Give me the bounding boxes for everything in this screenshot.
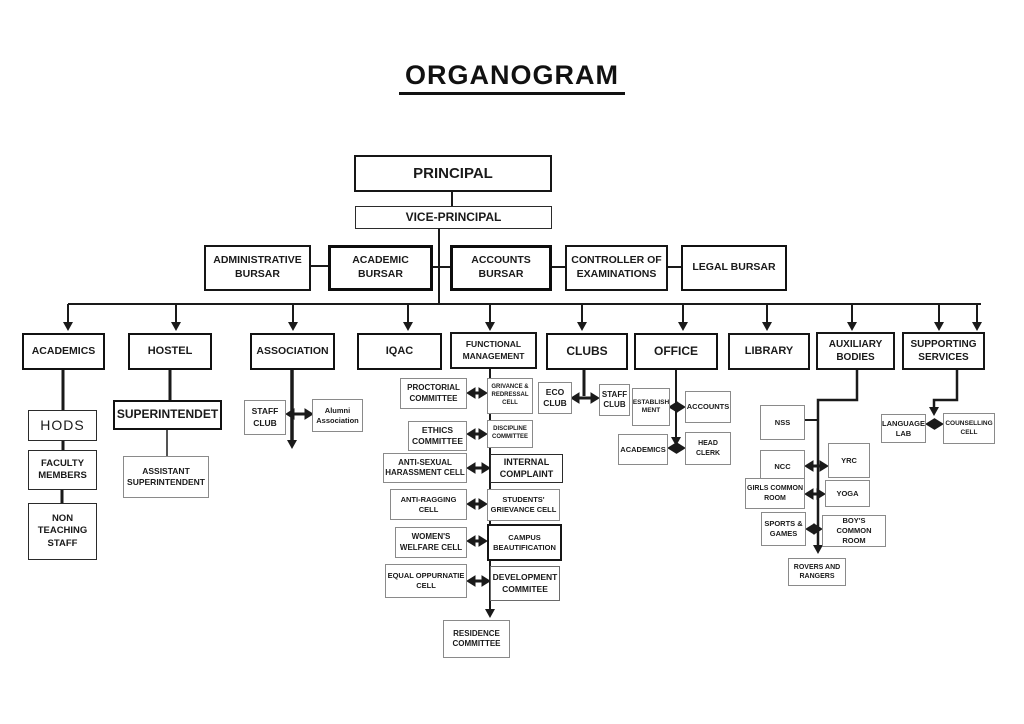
node-vice-principal: VICE-PRINCIPAL [355,206,552,229]
node-academic-bursar: ACADEMIC BURSAR [328,245,433,291]
node-equal-oppurnatie-cell: EQUAL OPPURNATIE CELL [385,564,467,598]
node-boys-common-room: BOY'S COMMON ROOM [822,515,886,547]
node-administrative-bursar: ADMINISTRATIVE BURSAR [204,245,311,291]
node-clubs-staff-club: STAFF CLUB [599,384,630,416]
node-principal: PRINCIPAL [354,155,552,192]
node-internal-complaint: INTERNAL COMPLAINT [490,454,563,483]
node-library: LIBRARY [728,333,810,370]
page-title-text: ORGANOGRAM [399,60,625,95]
node-academics: ACADEMICS [22,333,105,370]
node-campus-beautification: CAMPUS BEAUTIFICATION [487,524,562,561]
node-anti-ragging-cell: ANTI-RAGGING CELL [390,489,467,520]
node-non-teaching-staff: NON TEACHING STAFF [28,503,97,560]
node-functional-management: FUNCTIONAL MANAGEMENT [450,332,537,369]
node-auxiliary-bodies: AUXILIARY BODIES [816,332,895,370]
node-language-lab: LANGUAGE LAB [881,414,926,443]
node-discipline-committee: DISCIPLINE COMMITTEE [487,420,533,448]
node-proctorial-committee: PROCTORIAL COMMITTEE [400,378,467,409]
node-hostel: HOSTEL [128,333,212,370]
node-office-academics: ACADEMICS [618,434,668,465]
node-controller-of-examinations: CONTROLLER OF EXAMINATIONS [565,245,668,291]
node-residence-committee: RESIDENCE COMMITTEE [443,620,510,658]
node-counselling-cell: COUNSELLING CELL [943,413,995,444]
node-yrc: YRC [828,443,870,478]
node-eco-club: ECO CLUB [538,382,572,414]
node-ethics-committee: ETHICS COMMITTEE [408,421,467,451]
page-title: ORGANOGRAM [0,60,1024,95]
node-superintendet: SUPERINTENDET [113,400,222,430]
node-sports-and-games: SPORTS & GAMES [761,512,806,546]
node-anti-sexual-harassment-cell: ANTI-SEXUAL HARASSMENT CELL [383,453,467,483]
node-faculty-members: FACULTY MEMBERS [28,450,97,490]
node-hods: HODS [28,410,97,441]
node-clubs: CLUBS [546,333,628,370]
node-association: ASSOCIATION [250,333,335,370]
node-grievance-redressal-cell: GRIVANCE & REDRESSAL CELL [487,378,533,414]
node-association-staff-club: STAFF CLUB [244,400,286,435]
node-development-committee: DEVELOPMENT COMMITEE [490,566,560,601]
node-womens-welfare-cell: WOMEN'S WELFARE CELL [395,527,467,558]
node-girls-common-room: GIRLS COMMON ROOM [745,478,805,509]
node-alumni-association: Alumni Association [312,399,363,432]
node-office-accounts: ACCOUNTS [685,391,731,423]
node-accounts-bursar: ACCOUNTS BURSAR [450,245,552,291]
node-yoga: YOGA [825,480,870,507]
node-legal-bursar: LEGAL BURSAR [681,245,787,291]
node-establishment: ESTABLISH MENT [632,388,670,426]
node-nss: NSS [760,405,805,440]
double-arrows [285,387,944,587]
node-supporting-services: SUPPORTING SERVICES [902,332,985,370]
node-assistant-superintendent: ASSISTANT SUPERINTENDENT [123,456,209,498]
node-office: OFFICE [634,333,718,370]
node-students-grievance-cell: STUDENTS' GRIEVANCE CELL [487,489,560,521]
down-arrowheads [63,322,982,618]
node-iqac: IQAC [357,333,442,370]
node-rovers-and-rangers: ROVERS AND RANGERS [788,558,846,586]
node-head-clerk: HEAD CLERK [685,432,731,465]
